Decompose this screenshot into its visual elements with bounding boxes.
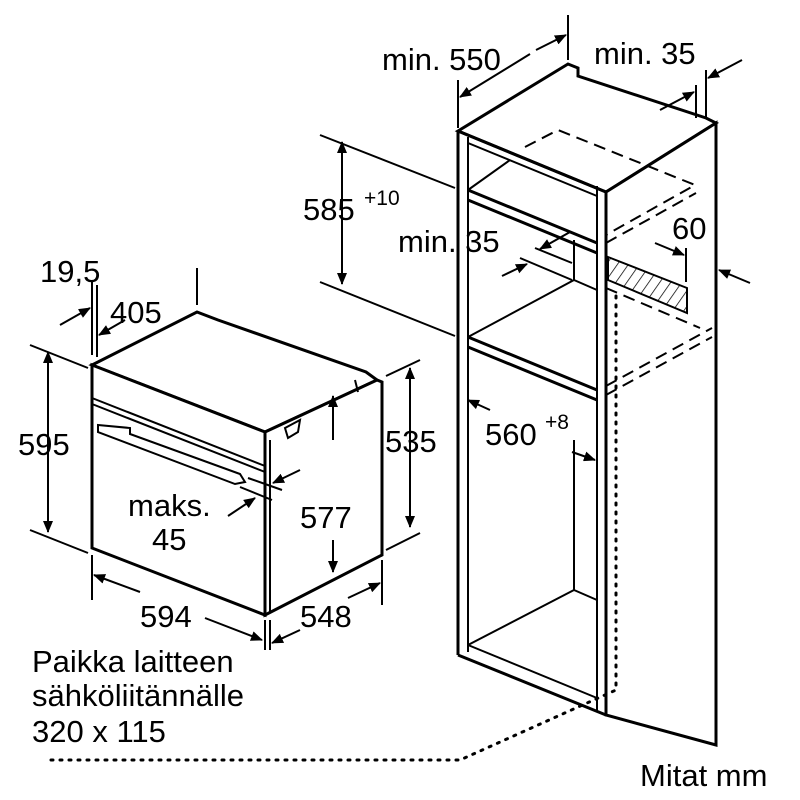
label-front-offset: 19,5 (40, 254, 100, 289)
label-oven-depth: 548 (300, 599, 352, 634)
note-line-3: 320 x 115 (32, 714, 166, 749)
label-oven-depth-top: 405 (110, 295, 162, 330)
label-oven-body-height: 535 (385, 424, 437, 459)
label-oven-inner-height: 577 (300, 500, 352, 535)
units-label: Mitat mm (640, 758, 767, 793)
label-door-max-value: 45 (152, 522, 186, 557)
note-line-1: Paikka laitteen (32, 644, 234, 679)
label-niche-height: 585 (303, 192, 355, 227)
label-oven-height: 595 (18, 427, 70, 462)
vent-area (607, 255, 688, 315)
oven-bracket (283, 418, 302, 440)
oven (88, 310, 384, 618)
label-niche-width-tol: +8 (545, 411, 569, 434)
cabinet-dimensions (319, 15, 751, 462)
cabinet (48, 62, 720, 762)
oven-handle (97, 423, 247, 486)
oven-dimensions (29, 268, 421, 650)
label-door-max: maks. (128, 488, 211, 523)
cable-path (48, 294, 618, 762)
oven-front (90, 362, 267, 618)
label-cabinet-depth: min. 550 (382, 42, 501, 77)
label-shelf-gap: min. 35 (398, 224, 500, 259)
label-niche-width: 560 (485, 417, 537, 452)
label-vent: 60 (672, 211, 706, 246)
label-oven-width: 594 (140, 599, 192, 634)
note-line-2: sähköliitännälle (32, 678, 244, 713)
label-top-gap: min. 35 (594, 36, 696, 71)
label-niche-height-tol: +10 (364, 187, 400, 210)
